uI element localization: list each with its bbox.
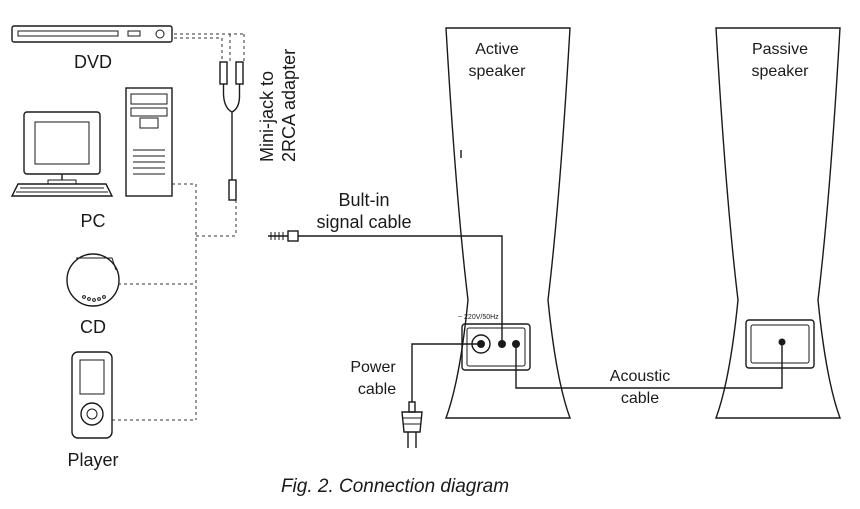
passive-speaker-back-panel [745,319,815,369]
acoustic-label-line1: Acoustic [610,368,670,385]
adapter-label-line2: 2RCA adapter [279,49,299,162]
active-speaker-label-line1: Active [475,41,519,58]
player-label: Player [67,450,118,470]
cd-label: CD [80,317,106,337]
figure-caption: Fig. 2. Connection diagram [281,476,509,497]
voltage-label: ~ 220V/50Hz [458,314,499,321]
dvd-label: DVD [74,52,112,72]
power-label-line2: cable [358,381,396,398]
acoustic-cable-line [515,342,783,389]
pc-label: PC [80,211,105,231]
power-plug-icon [401,401,423,448]
cd-icon [66,253,120,307]
source-dashed-wiring [112,33,245,421]
passive-speaker-label-line1: Passive [752,41,808,58]
passive-speaker-body [714,27,842,419]
player-icon [71,351,113,439]
pc-tower-icon [125,87,173,197]
signal-label-line2: signal cable [316,212,411,232]
power-label-line1: Power [350,359,396,376]
active-speaker-back-panel [461,323,531,371]
power-cable-line [411,343,481,402]
active-speaker-label-line2: speaker [469,63,527,80]
dvd-icon [11,25,173,43]
signal-cable-line [298,235,503,344]
adapter-label-line1: Mini-jack to [257,71,277,162]
pc-monitor-icon [23,111,101,185]
active-speaker-body [444,27,572,419]
pc-keyboard-icon [10,183,114,197]
acoustic-label-line2: cable [621,390,659,407]
minijack-plug-icon [268,230,299,242]
signal-label-line1: Bult-in [338,190,389,210]
passive-speaker-label-line2: speaker [752,63,810,80]
rca-adapter-icon [219,61,244,201]
